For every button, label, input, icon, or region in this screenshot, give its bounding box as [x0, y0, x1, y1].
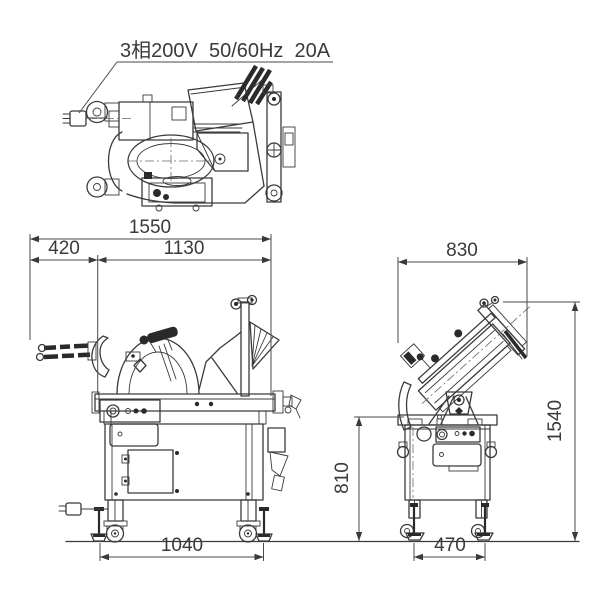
- stand-cabinet-side-view: [404, 414, 491, 501]
- machine-bed-front-view: [91, 390, 284, 414]
- pusher-comb-top-view: [231, 64, 273, 107]
- carriage-ring-top-view: [107, 131, 215, 192]
- leveling-foot-left-front-view: [90, 507, 108, 542]
- caster-right-front-view: [236, 520, 261, 543]
- top-view: [62, 64, 296, 212]
- carriage-handle-front-view: [139, 326, 178, 353]
- right-clamp-front-view: [282, 394, 302, 419]
- fan-comb-front-view: [249, 321, 280, 370]
- body-outline-top-view: [126, 121, 265, 204]
- control-panel-front-view: [99, 399, 161, 447]
- caster-left-front-view: [103, 520, 128, 543]
- thickness-knob-front-view: [125, 351, 147, 373]
- dimension-overall-depth: 830: [398, 240, 527, 266]
- dim-label-table-height: 810: [332, 462, 353, 494]
- angled-carriage-side-view: [399, 303, 531, 413]
- control-panel-side-view: [416, 426, 482, 472]
- curved-arm-side-view: [398, 381, 412, 431]
- power-spec-callout: 3相200V 50/60Hz 20A: [78, 39, 333, 114]
- foot-left-side-view: [399, 503, 425, 541]
- spec-leader-line: [78, 61, 118, 114]
- stand-cabinet-front-view: [103, 410, 267, 501]
- front-view: [35, 294, 302, 543]
- rear-post-front-view: [230, 294, 258, 397]
- dimension-extension-lines: [29, 234, 580, 561]
- dim-label-attachment-width: 420: [48, 238, 80, 259]
- carriage-base-top-view: [141, 172, 213, 212]
- centerlines-top-view: [88, 118, 216, 186]
- motor-housing-top-view: [108, 94, 194, 141]
- carriage-dome-front-view: [116, 337, 200, 395]
- cabinet-door-front-view: [121, 449, 179, 494]
- foot-right-side-view: [470, 503, 494, 541]
- dim-label-base-width: 1040: [161, 535, 203, 556]
- slide-rod-side-view: [502, 329, 528, 360]
- dim-label-overall-width: 1550: [129, 217, 171, 238]
- dimension-base-depth: 470: [414, 535, 485, 561]
- base-slab-side-view: [397, 414, 498, 426]
- right-side-box-front-view: [267, 427, 289, 492]
- dim-label-overall-depth: 830: [446, 240, 478, 261]
- product-comb-front-view: [35, 341, 97, 362]
- support-arm-front-view: [158, 343, 177, 382]
- leveling-foot-right-front-view: [255, 507, 273, 542]
- legs-side-view: [408, 499, 488, 519]
- legs-front-view: [107, 499, 257, 522]
- side-hooks-side-view: [396, 441, 498, 459]
- deflector-hook-front-view: [91, 335, 110, 378]
- dim-label-body-width: 1130: [164, 238, 205, 259]
- column-top-view: [262, 84, 296, 203]
- dim-label-overall-height: 1540: [545, 400, 566, 442]
- dimension-table-height: 810: [332, 417, 363, 541]
- body-slope-front-view: [198, 331, 242, 394]
- blade-cover-top-view: [196, 132, 249, 172]
- power-plug-front-view: [58, 502, 109, 516]
- dimension-body-width: 1130: [97, 238, 271, 264]
- dimension-base-width: 1040: [100, 535, 264, 561]
- dimension-attachment-width: 420: [30, 238, 98, 264]
- dim-label-base-depth: 470: [434, 535, 466, 556]
- power-plug-top-view: [62, 110, 108, 127]
- carriage-top-knob-side-view: [479, 295, 500, 308]
- dimension-overall-height: 1540: [545, 302, 579, 541]
- side-view: [396, 295, 531, 541]
- dimension-overall-width: 1550: [30, 217, 271, 243]
- power-spec-label: 3相200V 50/60Hz 20A: [120, 39, 331, 62]
